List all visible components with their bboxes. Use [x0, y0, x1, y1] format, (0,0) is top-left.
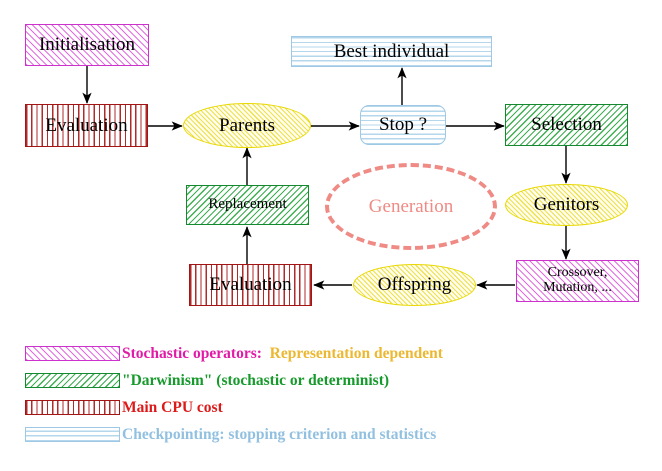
node-initialisation: Initialisation: [25, 24, 149, 66]
node-label-evaluation_top: Evaluation: [45, 114, 128, 136]
node-label-stop: Stop ?: [378, 114, 428, 136]
legend-label-primary-checkpointing: Checkpointing: stopping criterion and st…: [122, 425, 437, 443]
legend-label-primary-main-cpu-cost: Main CPU cost: [122, 398, 223, 416]
legend-label-secondary-stochastic-operators: Representation dependent: [261, 344, 443, 362]
node-evaluation_top: Evaluation: [25, 104, 148, 147]
node-evaluation_bot: Evaluation: [189, 264, 312, 306]
node-label-genitors: Genitors: [533, 194, 600, 216]
node-genitors: Genitors: [505, 184, 628, 226]
node-label-crossover: Crossover, Mutation, ...: [543, 265, 612, 295]
legend-row-stochastic-operators: Stochastic operators: Representation dep…: [0, 340, 662, 367]
node-parents: Parents: [183, 103, 311, 148]
legend-swatch-stochastic-operators: [25, 346, 120, 361]
node-label-best_individual: Best individual: [333, 40, 450, 62]
node-label-parents: Parents: [219, 114, 275, 136]
legend-label-stochastic-operators: Stochastic operators: Representation dep…: [122, 345, 443, 363]
node-offspring: Offspring: [353, 264, 476, 306]
node-label-selection: Selection: [531, 114, 602, 136]
legend: Stochastic operators: Representation dep…: [0, 340, 662, 448]
node-generation: Generation: [325, 163, 497, 250]
legend-swatch-darwinism: [25, 373, 120, 388]
legend-swatch-checkpointing: [25, 427, 120, 442]
legend-row-darwinism: "Darwinism" (stochastic or determinist): [0, 367, 662, 394]
node-selection: Selection: [505, 104, 628, 146]
legend-row-main-cpu-cost: Main CPU cost: [0, 394, 662, 421]
legend-label-checkpointing: Checkpointing: stopping criterion and st…: [122, 426, 436, 444]
node-label-evaluation_bot: Evaluation: [209, 274, 292, 296]
node-label-initialisation: Initialisation: [38, 34, 136, 56]
node-label-offspring: Offspring: [377, 274, 452, 296]
node-label-generation: Generation: [368, 195, 454, 217]
node-label-replacement: Replacement: [208, 196, 287, 213]
node-best_individual: Best individual: [291, 36, 492, 67]
legend-label-primary-darwinism: "Darwinism" (stochastic or determinist): [122, 371, 390, 389]
legend-label-darwinism: "Darwinism" (stochastic or determinist): [122, 372, 389, 390]
legend-label-primary-stochastic-operators: Stochastic operators:: [122, 344, 262, 362]
legend-swatch-main-cpu-cost: [25, 400, 120, 415]
node-replacement: Replacement: [186, 185, 309, 225]
legend-label-main-cpu-cost: Main CPU cost: [122, 399, 223, 417]
legend-row-checkpointing: Checkpointing: stopping criterion and st…: [0, 421, 662, 448]
node-stop: Stop ?: [360, 105, 446, 145]
node-crossover: Crossover, Mutation, ...: [516, 260, 639, 302]
